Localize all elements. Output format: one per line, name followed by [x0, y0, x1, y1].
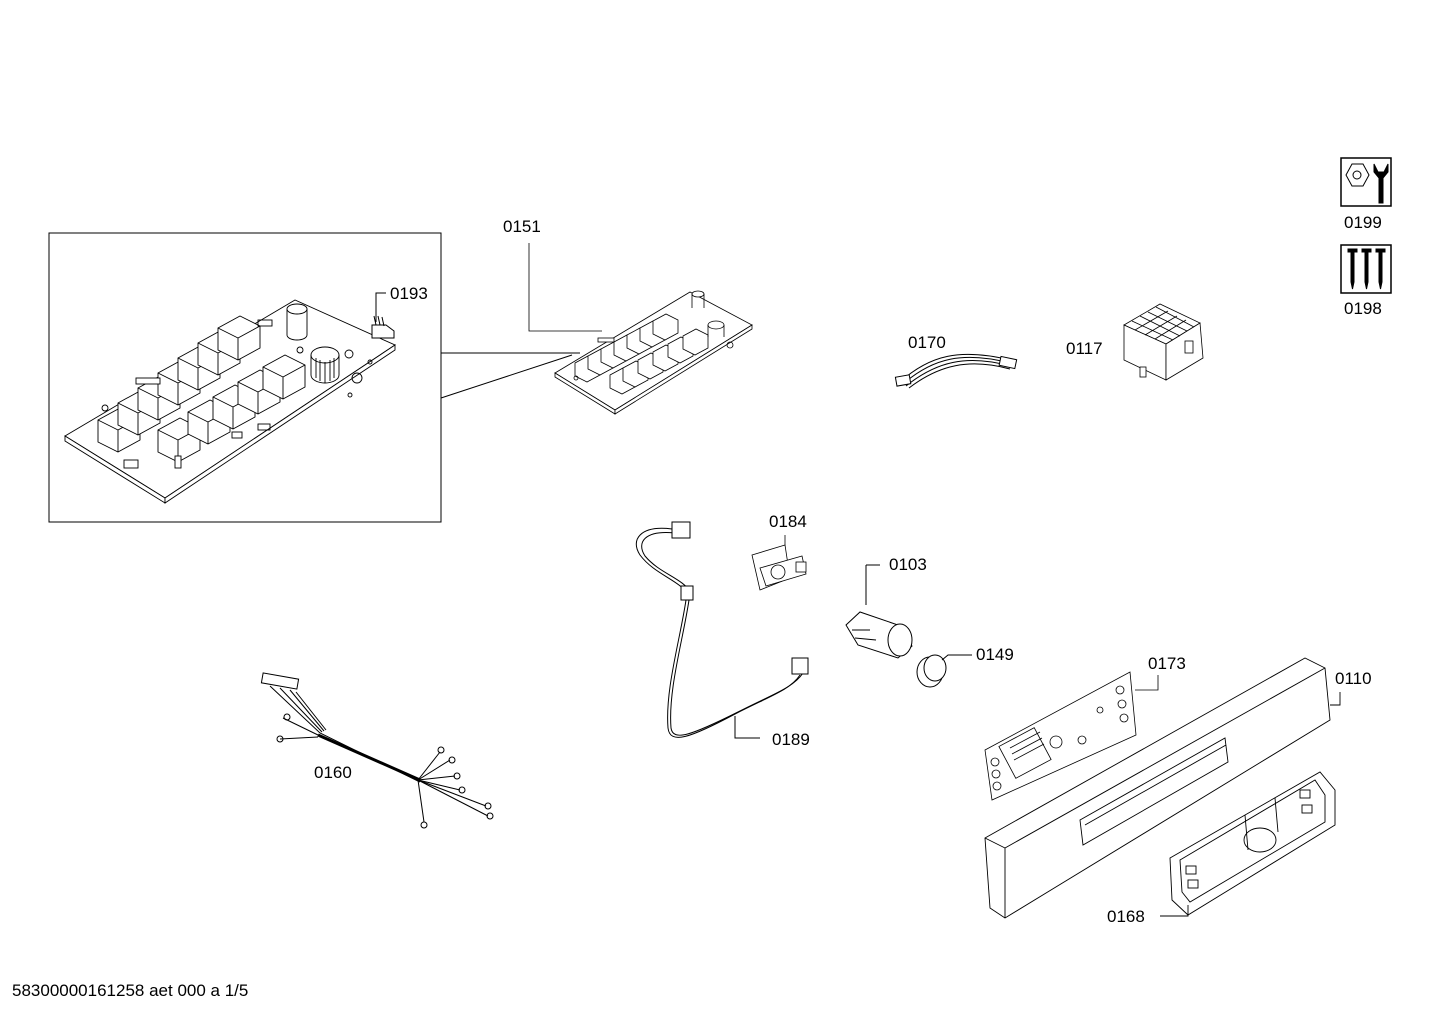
connector-0193 — [371, 292, 395, 339]
part-label-0168: 0168 — [1107, 907, 1145, 926]
part-label-0170: 0170 — [908, 333, 946, 352]
wire-harness-0160 — [260, 672, 494, 829]
part-label-0199: 0199 — [1344, 213, 1382, 232]
part-label-0160: 0160 — [314, 763, 352, 782]
document-footer-id: 58300000161258 aet 000 a 1/5 — [12, 981, 249, 1000]
part-label-0193: 0193 — [390, 284, 428, 303]
part-label-0189: 0189 — [772, 730, 810, 749]
screws-icon — [1340, 244, 1392, 294]
part-label-0149: 0149 — [976, 645, 1014, 664]
display-module-0173 — [984, 671, 1159, 801]
wrench-nut-icon — [1340, 157, 1392, 207]
part-label-0117: 0117 — [1066, 339, 1103, 358]
part-label-0103: 0103 — [889, 555, 927, 574]
control-knob-0103 — [845, 564, 913, 659]
wire-harness-0189 — [635, 521, 809, 739]
control-board-detail — [64, 299, 396, 504]
heatsink-0117 — [1123, 303, 1204, 381]
display-frame-0168 — [1160, 771, 1336, 917]
part-label-0184: 0184 — [769, 512, 807, 531]
part-label-0173: 0173 — [1148, 654, 1186, 673]
detail-inset-box — [48, 232, 580, 523]
part-label-0151: 0151 — [503, 217, 541, 236]
selector-switch-0184 — [751, 535, 807, 591]
ribbon-cable-0170 — [894, 353, 1018, 389]
part-label-0198: 0198 — [1344, 299, 1382, 318]
control-board-0151 — [528, 243, 753, 415]
knob-ring-0149 — [916, 654, 972, 688]
part-label-0110: 0110 — [1335, 669, 1372, 688]
control-panel-0110 — [984, 657, 1341, 919]
